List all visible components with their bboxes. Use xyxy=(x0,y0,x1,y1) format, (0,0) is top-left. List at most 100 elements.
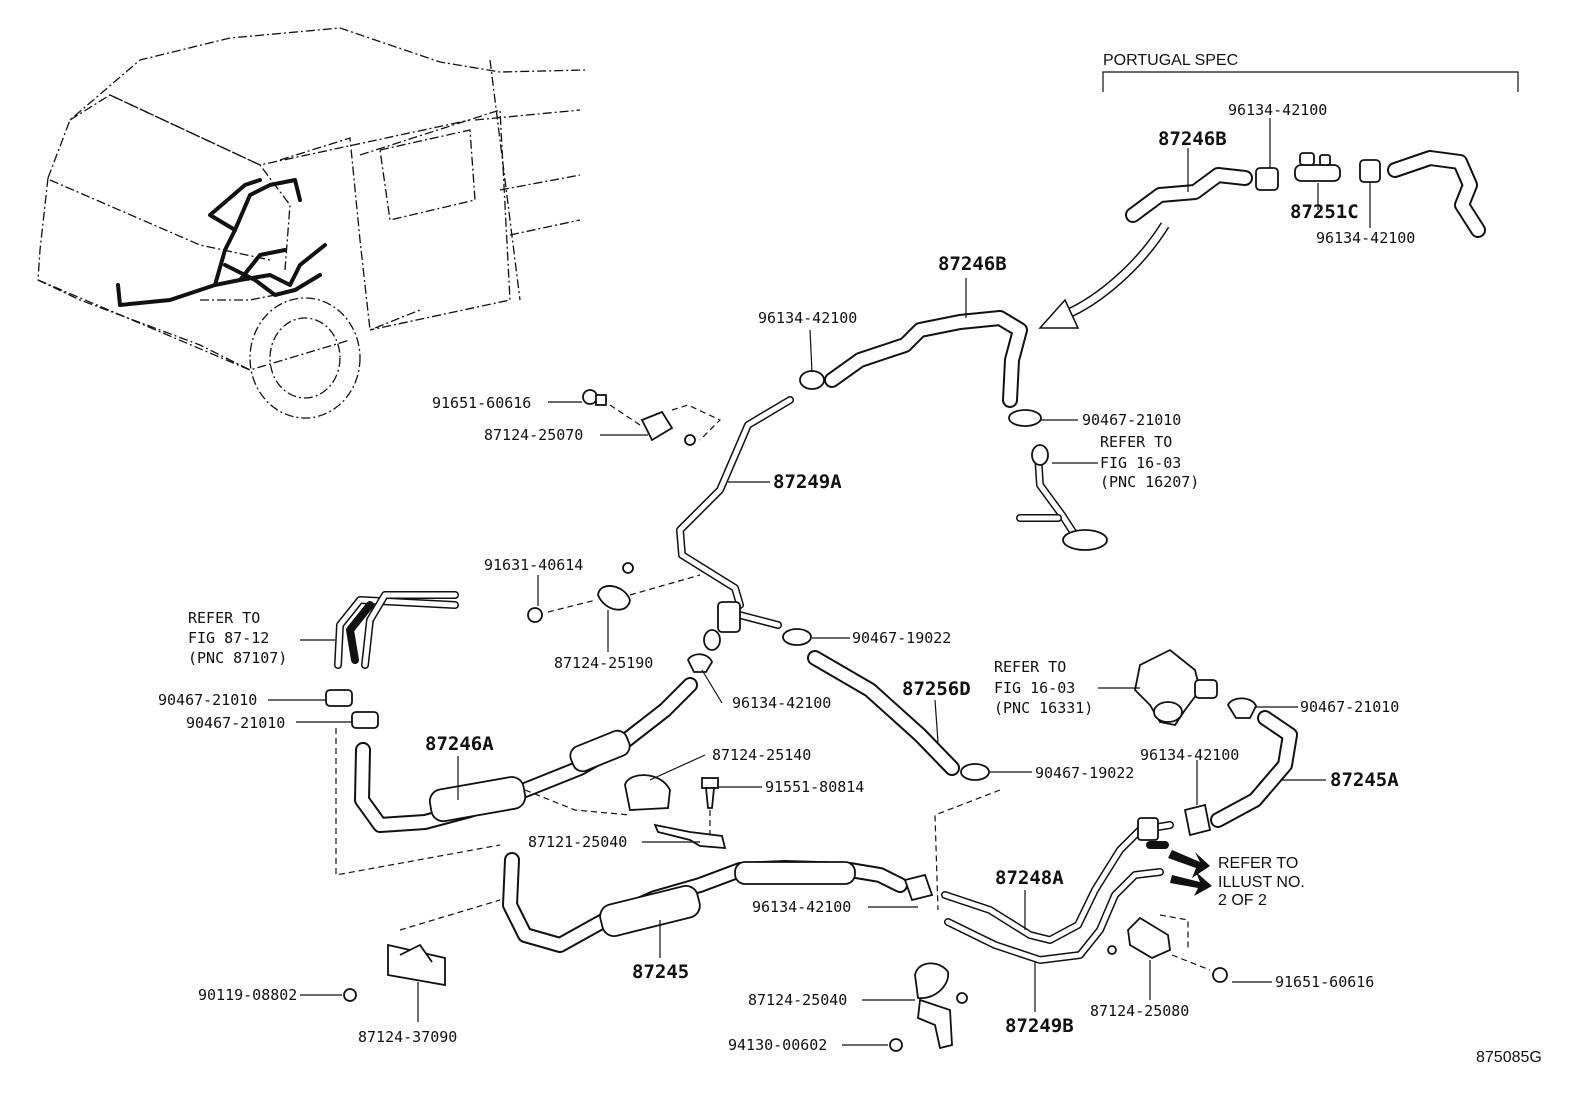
part-number-87124-25190: 87124-25190 xyxy=(554,654,653,672)
bracket-87124-25080-group: 91651-60616 87124-25080 xyxy=(1090,914,1374,1020)
t-joint-group: 90467-19022 xyxy=(703,601,951,651)
clamp-87124-25140-group: 87124-25140 91551-80814 87121-25040 xyxy=(528,746,864,851)
part-number-91651-60616: 91651-60616 xyxy=(432,394,531,412)
bolt-icon xyxy=(527,607,543,623)
hose-clamp-icon xyxy=(325,689,353,707)
figure-code: 875085G xyxy=(1476,1049,1542,1066)
hose-clamp-icon xyxy=(782,628,812,646)
part-number-87124-25140: 87124-25140 xyxy=(712,746,811,764)
hose-87256D-group: 87256D 90467-19022 xyxy=(807,650,1134,911)
pipe-87248A-group: 87248A 87249B REFER TO ILLUST NO. 2 OF 2 xyxy=(941,817,1305,1037)
hose-clamp-icon xyxy=(1183,803,1212,837)
hose-clamp-icon xyxy=(960,763,990,781)
screw-icon xyxy=(1107,945,1117,955)
refer-label: FIG 87-12 xyxy=(188,629,269,647)
part-number-90467-21010: 90467-21010 xyxy=(186,714,285,732)
part-number-96134-42100: 96134-42100 xyxy=(758,309,857,327)
hose-clamp-icon xyxy=(1359,159,1381,183)
hose-clamp-icon xyxy=(351,711,379,729)
screw-icon xyxy=(622,562,634,574)
clamp-87124-25190-group: 91631-40614 87124-25190 xyxy=(484,556,701,672)
part-number-87124-37090: 87124-37090 xyxy=(358,1028,457,1046)
upper-hose-group: 87246B 96134-42100 90467-21010 REFER TO … xyxy=(676,253,1199,609)
bolt-icon xyxy=(1212,967,1228,983)
part-number-91631-40614: 91631-40614 xyxy=(484,556,583,574)
part-number-87249A: 87249A xyxy=(773,471,842,493)
part-number-96134-42100: 96134-42100 xyxy=(1316,229,1415,247)
part-number-87121-25040: 87121-25040 xyxy=(528,833,627,851)
part-number-87124-25080: 87124-25080 xyxy=(1090,1002,1189,1020)
part-number-87251C: 87251C xyxy=(1290,201,1359,223)
part-number-91651-60616: 91651-60616 xyxy=(1275,973,1374,991)
part-number-87256D: 87256D xyxy=(902,678,971,700)
t-joint-icon xyxy=(717,601,741,633)
hose-87245A-group: 96134-42100 87245A xyxy=(1140,710,1399,837)
arrow-icon xyxy=(1038,298,1080,329)
hose-clamp-icon xyxy=(686,653,714,673)
part-number-87245A: 87245A xyxy=(1330,769,1399,791)
clamp-icon xyxy=(914,962,949,999)
refer-label: REFER TO xyxy=(1100,433,1172,451)
part-number-90119-08802: 90119-08802 xyxy=(198,986,297,1004)
refer-label: (PNC 16207) xyxy=(1100,473,1199,491)
part-number-87249B: 87249B xyxy=(1005,1015,1074,1037)
water-outlet-group: REFER TO FIG 16-03 (PNC 16331) 90467-210… xyxy=(994,648,1399,727)
bolt-icon xyxy=(889,1038,903,1052)
hose-clamp-icon xyxy=(1008,409,1042,427)
part-number-96134-42100: 96134-42100 xyxy=(752,898,851,916)
vehicle-illustration xyxy=(37,27,586,419)
part-number-96134-42100: 96134-42100 xyxy=(1228,101,1327,119)
refer-label: FIG 16-03 xyxy=(1100,454,1181,472)
clamp-87124-25040-group: 87124-25040 94130-00602 xyxy=(728,962,968,1054)
bolt-icon xyxy=(343,988,357,1002)
part-number-94130-00602: 94130-00602 xyxy=(728,1036,827,1054)
bracket-icon xyxy=(640,410,674,442)
part-number-90467-21010: 90467-21010 xyxy=(158,691,257,709)
part-number-87124-25040: 87124-25040 xyxy=(748,991,847,1009)
portugal-spec-inset: PORTUGAL SPEC 96134-42100 87246B 87251C … xyxy=(1038,52,1519,329)
part-number-87246A: 87246A xyxy=(425,733,494,755)
part-number-90467-19022: 90467-19022 xyxy=(852,629,951,647)
bracket-87124-37090-group: 90119-08802 87124-37090 xyxy=(198,943,457,1046)
heater-core-group: REFER TO FIG 87-12 (PNC 87107) 90467-210… xyxy=(158,591,501,876)
refer-label: (PNC 87107) xyxy=(188,649,287,667)
refer-label: FIG 16-03 xyxy=(994,679,1075,697)
part-number-87246B-inset: 87246B xyxy=(1158,128,1227,150)
clamp-icon xyxy=(597,585,631,611)
refer-label: (PNC 16331) xyxy=(994,699,1093,717)
hose-87245-group: 96134-42100 87245 xyxy=(399,852,934,983)
part-number-87248A: 87248A xyxy=(995,867,1064,889)
hose-87246A-group: 96134-42100 87246A xyxy=(354,653,831,833)
bracket-icon xyxy=(1127,916,1171,960)
hose-clamp-icon xyxy=(799,370,825,390)
part-number-87124-25070: 87124-25070 xyxy=(484,426,583,444)
refer-label: REFER TO xyxy=(1218,855,1298,872)
bolt-icon xyxy=(582,389,598,405)
bolt-icon xyxy=(701,777,719,789)
bracket-icon xyxy=(653,823,727,849)
part-number-90467-21010: 90467-21010 xyxy=(1300,698,1399,716)
refer-label: ILLUST NO. xyxy=(1218,874,1305,891)
screw-icon xyxy=(956,992,968,1004)
refer-label: REFER TO xyxy=(994,658,1066,676)
portugal-spec-label: PORTUGAL SPEC xyxy=(1103,52,1238,69)
part-number-87245: 87245 xyxy=(632,961,689,983)
screw-icon xyxy=(684,434,696,446)
arrow-icon xyxy=(1168,850,1210,878)
hose-clamp-icon xyxy=(1255,167,1279,191)
clamp-icon xyxy=(624,774,671,811)
part-number-96134-42100: 96134-42100 xyxy=(732,694,831,712)
hose-clamp-icon xyxy=(903,873,934,902)
part-number-96134-42100: 96134-42100 xyxy=(1140,746,1239,764)
refer-label: 2 OF 2 xyxy=(1218,892,1267,909)
part-number-90467-19022: 90467-19022 xyxy=(1035,764,1134,782)
part-number-90467-21010: 90467-21010 xyxy=(1082,411,1181,429)
water-valve-icon xyxy=(1294,164,1341,182)
hose-clamp-icon xyxy=(1226,697,1257,719)
part-number-91551-80814: 91551-80814 xyxy=(765,778,864,796)
part-number-87246B: 87246B xyxy=(938,253,1007,275)
refer-label: REFER TO xyxy=(188,609,260,627)
arrow-icon xyxy=(1170,872,1212,896)
bracket-87124-25070-group: 91651-60616 87124-25070 xyxy=(432,389,722,446)
